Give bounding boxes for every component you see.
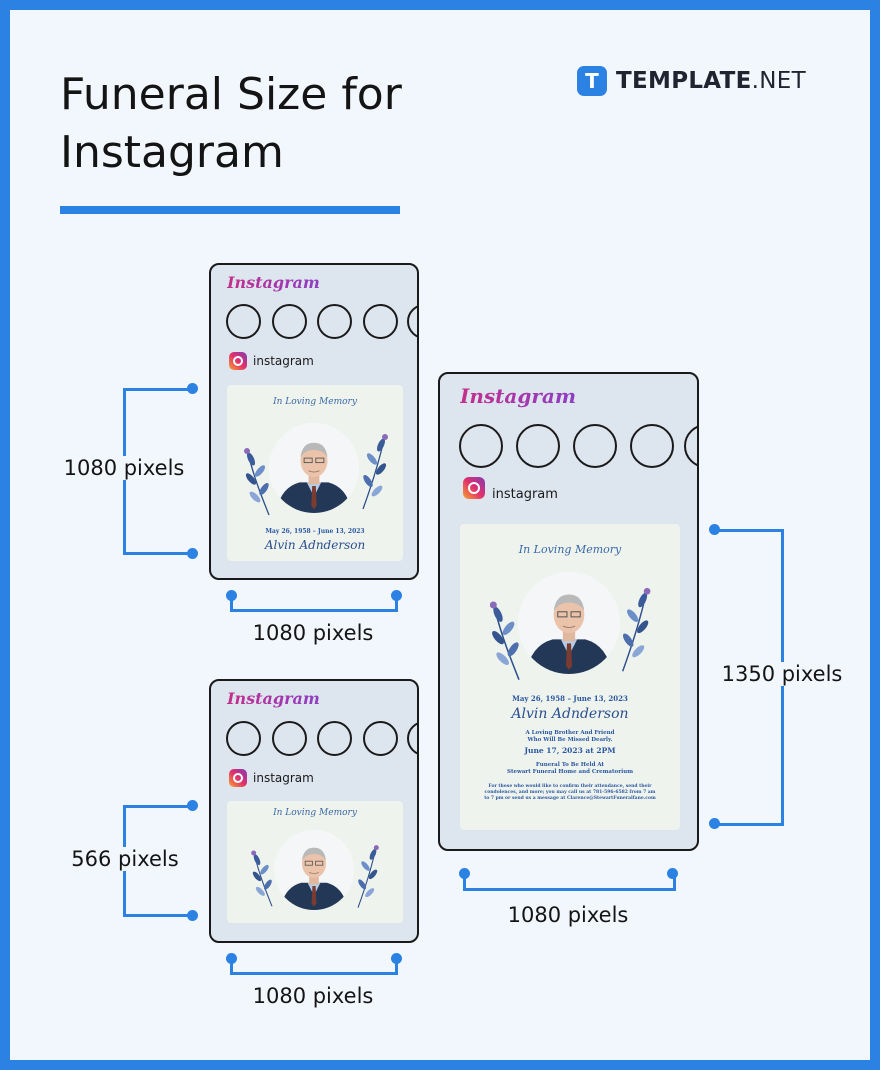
floral-left-icon — [244, 448, 270, 516]
portrait-width-label: 1080 pixels — [507, 903, 629, 927]
instagram-wordmark: Instagram — [227, 689, 320, 708]
brand-name-light: .NET — [751, 68, 806, 94]
bracket-endpoint — [391, 590, 402, 601]
portrait-photo — [269, 423, 359, 513]
width-bracket-square — [230, 595, 398, 612]
note-line-2: condolences, and more; you may call us a… — [484, 790, 656, 795]
floral-right-icon — [357, 845, 379, 908]
phone-mockup-square: Instagram instagram In Loving Memory — [209, 263, 419, 580]
instagram-handle: instagram — [253, 771, 314, 785]
page-title: Funeral Size for Instagram — [60, 69, 402, 178]
portrait-height-label: 1350 pixels — [715, 662, 849, 686]
floral-left-icon — [489, 601, 520, 680]
story-circle — [363, 304, 398, 339]
instagram-wordmark: Instagram — [227, 273, 320, 292]
bracket-endpoint — [459, 868, 470, 879]
memorial-card: In Loving Memory — [460, 524, 680, 830]
memorial-card: In Loving Memory — [227, 385, 403, 561]
bracket-endpoint — [187, 383, 198, 394]
bracket-endpoint — [226, 953, 237, 964]
story-circle — [407, 304, 417, 339]
story-circle — [317, 721, 352, 756]
instagram-icon — [229, 352, 247, 370]
bracket-endpoint — [187, 548, 198, 559]
venue-line-2: Stewart Funeral Home and Crematorium — [506, 769, 634, 775]
memorial-name: Alvin Adnderson — [264, 538, 366, 552]
brand: T TEMPLATE.NET — [577, 66, 806, 96]
instagram-handle: instagram — [492, 487, 558, 502]
landscape-width-label: 1080 pixels — [252, 984, 374, 1008]
story-circle — [317, 304, 352, 339]
portrait-figure — [269, 423, 359, 513]
portrait-photo — [274, 830, 354, 910]
bracket-endpoint — [667, 868, 678, 879]
story-circle — [516, 424, 560, 468]
brand-name-bold: TEMPLATE — [616, 68, 752, 94]
memorial-heading: In Loving Memory — [518, 543, 622, 556]
story-circle — [684, 424, 697, 468]
memorial-dates: May 26, 1958 – June 13, 2023 — [265, 528, 365, 535]
note-line-1: For those who would like to confirm thei… — [488, 784, 652, 789]
width-bracket-landscape — [230, 958, 398, 975]
portrait-figure — [518, 572, 620, 674]
bracket-endpoint — [391, 953, 402, 964]
service-date: June 17, 2023 at 2PM — [524, 746, 616, 755]
portrait-photo — [518, 572, 620, 674]
template-logo-icon: T — [577, 66, 607, 96]
brand-name: TEMPLATE.NET — [616, 68, 806, 94]
phone-mockup-landscape: Instagram instagram In Loving Memory — [209, 679, 419, 943]
story-circle — [573, 424, 617, 468]
memorial-line-1: A Loving Brother And Friend — [525, 730, 615, 736]
phone-mockup-portrait: Instagram instagram In Loving Memory — [438, 372, 699, 851]
memorial-heading: In Loving Memory — [273, 397, 357, 407]
story-circle — [459, 424, 503, 468]
bracket-endpoint — [226, 590, 237, 601]
memorial-card: In Loving Memory — [227, 801, 403, 923]
instagram-wordmark: Instagram — [460, 384, 576, 408]
portrait-figure — [274, 830, 354, 910]
memorial-heading: In Loving Memory — [273, 808, 357, 818]
story-circle — [363, 721, 398, 756]
story-circle — [226, 304, 261, 339]
venue-line-1: Funeral To Be Held At — [535, 762, 605, 768]
instagram-handle: instagram — [253, 354, 314, 368]
story-circle — [630, 424, 674, 468]
story-circle — [272, 304, 307, 339]
story-circle — [407, 721, 417, 756]
story-circle — [272, 721, 307, 756]
landscape-height-label: 566 pixels — [64, 847, 186, 871]
bracket-endpoint — [187, 800, 198, 811]
floral-right-icon — [621, 587, 651, 672]
bracket-endpoint — [709, 818, 720, 829]
width-bracket-portrait — [463, 874, 676, 891]
story-circle — [226, 721, 261, 756]
floral-left-icon — [251, 850, 273, 907]
memorial-name: Alvin Adnderson — [511, 706, 629, 722]
memorial-line-2: Who Will Be Missed Dearly. — [527, 737, 613, 743]
memorial-dates: May 26, 1958 – June 13, 2023 — [512, 694, 628, 703]
note-line-3: to 7 pm or send us a message at Clarence… — [484, 796, 656, 801]
bracket-endpoint — [187, 910, 198, 921]
bracket-endpoint — [709, 524, 720, 535]
instagram-icon — [229, 769, 247, 787]
floral-right-icon — [362, 434, 388, 510]
instagram-icon — [463, 477, 485, 499]
square-height-label: 1080 pixels — [58, 456, 190, 480]
title-underline — [60, 206, 400, 214]
square-width-label: 1080 pixels — [252, 621, 374, 645]
